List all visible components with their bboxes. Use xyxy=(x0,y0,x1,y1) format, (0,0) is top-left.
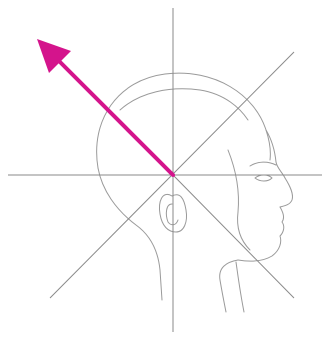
nose-outline xyxy=(280,178,293,207)
hairline xyxy=(120,89,248,120)
diagonal-axis-falling xyxy=(173,175,294,298)
forehead-outline xyxy=(266,130,285,178)
arrow-shaft xyxy=(54,56,173,175)
neck-front xyxy=(236,262,244,312)
skull-outline xyxy=(97,73,271,168)
eye-outline xyxy=(255,175,272,181)
jaw-neck-outline xyxy=(220,260,238,312)
eyebrow xyxy=(250,162,276,166)
head-sketch xyxy=(97,73,293,312)
direction-arrow xyxy=(37,39,173,175)
lips-chin-outline xyxy=(238,207,284,261)
back-of-neck xyxy=(98,168,162,300)
ear-inner xyxy=(166,204,178,225)
cheek-line xyxy=(228,150,250,250)
